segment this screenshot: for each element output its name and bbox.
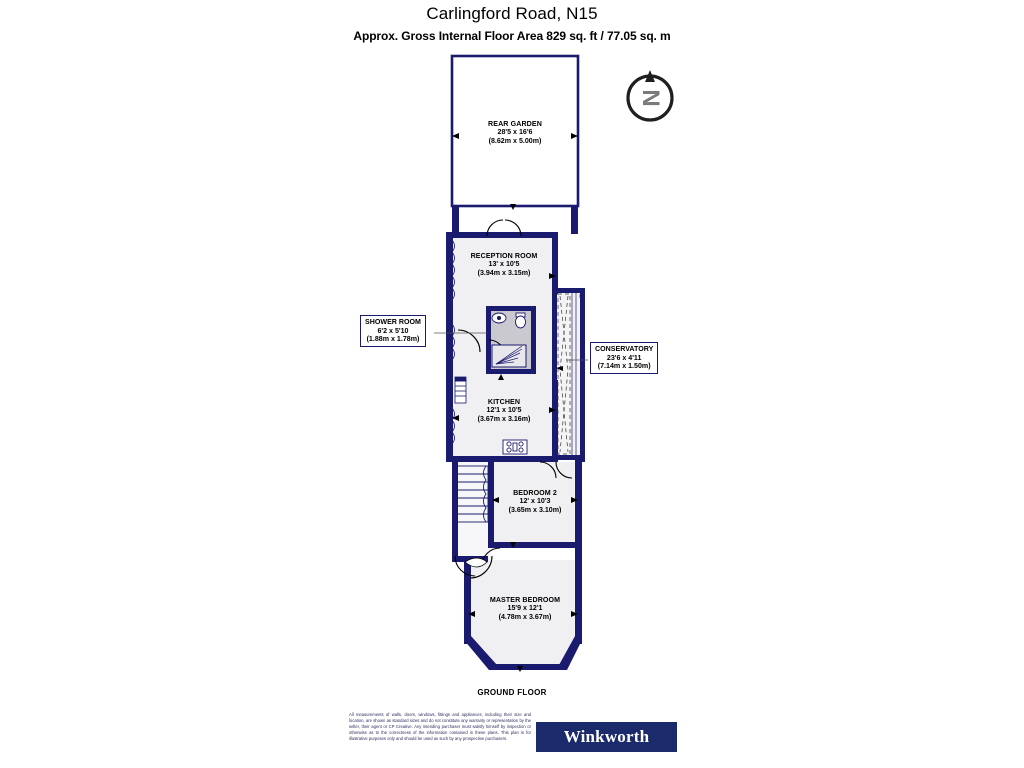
conservatory-dashed-lines [557, 293, 571, 455]
shower-spray-lines [495, 345, 523, 365]
compass-north-letter: N [637, 89, 664, 106]
conservatory-glazing [571, 292, 577, 458]
callout-leader-lines [434, 332, 588, 361]
page-title: Carlingford Road, N15 [426, 4, 598, 23]
staircase [455, 465, 489, 523]
room-label-reception-room: RECEPTION ROOM 13' x 10'5 (3.94m x 3.15m… [470, 252, 538, 277]
room-shape-master-bedroom [470, 560, 578, 668]
room-shape-bedroom-2 [492, 462, 578, 545]
party-wall-texture [451, 239, 583, 585]
room-label-bedroom-2: BEDROOM 2 12' x 10'3 (3.65m x 3.10m) [508, 489, 562, 514]
entry-mat-fixture [464, 557, 488, 568]
room-shape-kitchen [452, 378, 556, 460]
toilet-fixture [515, 312, 526, 329]
room-label-rear-garden: REAR GARDEN 28'5 x 16'6 (8.62m x 5.00m) [488, 120, 542, 145]
dimension-arrows [452, 133, 578, 672]
room-callout-conservatory: CONSERVATORY 23'6 x 4'11 (7.14m x 1.50m) [590, 342, 659, 374]
winkworth-logo: Winkworth [536, 722, 677, 752]
disclaimer-text: All measurements of walls, doors, window… [349, 712, 531, 741]
plan-walls [446, 206, 585, 670]
hob-fixture [502, 439, 528, 455]
winkworth-logo-text: Winkworth [563, 727, 650, 746]
floor-level-label: GROUND FLOOR [477, 688, 547, 697]
room-label-master-bedroom: MASTER BEDROOM 15'9 x 12'1 (4.78m x 3.67… [489, 596, 561, 621]
north-compass: N [626, 70, 674, 122]
washbasin-fixture [491, 312, 507, 324]
room-callout-shower-room: SHOWER ROOM 6'2 x 5'10 (1.88m x 1.78m) [360, 315, 426, 347]
radiator-fixture [454, 376, 467, 404]
room-label-kitchen: KITCHEN 12'1 x 10'5 (3.67m x 3.16m) [477, 398, 531, 423]
floor-area-subtitle: Approx. Gross Internal Floor Area 829 sq… [353, 29, 671, 43]
room-shape-hallway [455, 462, 491, 560]
room-shape-rear-garden [450, 54, 580, 208]
